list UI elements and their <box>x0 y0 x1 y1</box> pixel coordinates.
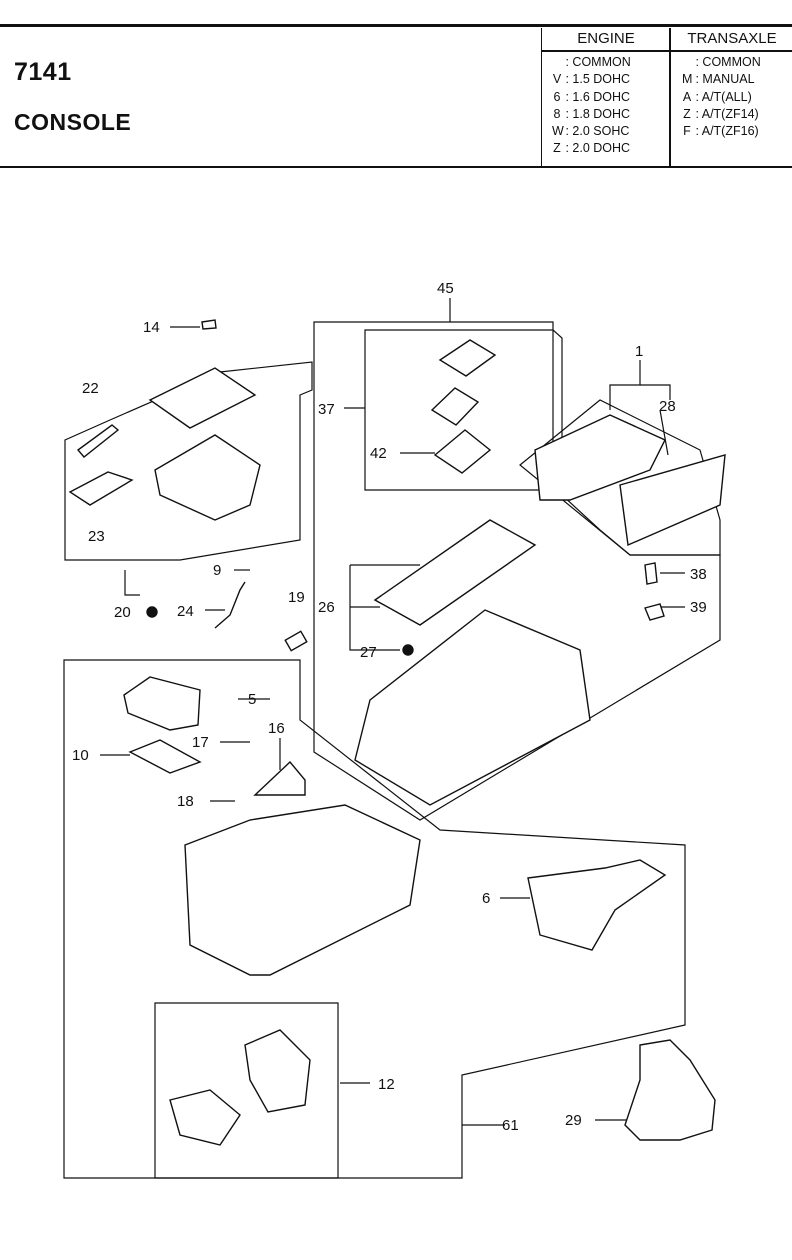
part-37-lid <box>438 339 497 377</box>
shifter-housing <box>154 434 261 521</box>
part-26-bezel <box>373 519 537 626</box>
part-1-side-panel <box>534 414 666 501</box>
part-10-mat <box>128 739 202 774</box>
legend-table: ENGINE TRANSAXLE : COMMON V : 1.5 DOHC 6… <box>541 28 792 166</box>
transaxle-header: TRANSAXLE <box>687 30 777 47</box>
callout-28: 28 <box>659 398 676 415</box>
part-6-tray <box>527 859 667 951</box>
engine-list: : COMMON V : 1.5 DOHC 6 : 1.6 DOHC 8 : 1… <box>552 54 664 158</box>
engine-row: V : 1.5 DOHC <box>552 72 631 87</box>
console-lower-body <box>184 804 421 976</box>
header-bottom-rule <box>0 166 792 168</box>
part-37-panel <box>430 387 480 426</box>
callout-39: 39 <box>690 599 707 616</box>
callout-19: 19 <box>288 589 305 606</box>
section-title: CONSOLE <box>14 109 132 135</box>
callout-12: 12 <box>378 1076 395 1093</box>
engine-row: 8 : 1.8 DOHC <box>553 106 631 121</box>
part-1-side-cover <box>619 454 726 547</box>
group-outline-1 <box>519 399 721 556</box>
legend-column-divider <box>669 28 671 166</box>
header-top-rule <box>0 24 792 27</box>
callout-16: 16 <box>268 720 285 737</box>
callout-20: 20 <box>114 604 131 621</box>
callout-5: 5 <box>248 691 256 708</box>
callout-18: 18 <box>177 793 194 810</box>
callout-45: 45 <box>437 280 454 297</box>
callout-1: 1 <box>635 343 643 360</box>
callout-61: 61 <box>502 1117 519 1134</box>
callout-29: 29 <box>565 1112 582 1129</box>
transaxle-row: A : A/T(ALL) <box>682 89 752 104</box>
part-16-boot-frame <box>253 760 306 796</box>
part-12-lid <box>169 1089 241 1146</box>
callout-10: 10 <box>72 747 89 764</box>
part-29-shift-boot <box>624 1039 716 1141</box>
shifter-cover-upper <box>148 367 257 429</box>
part-42-bracket <box>433 429 492 474</box>
transaxle-row: F : A/T(ZF16) <box>683 124 759 139</box>
part-38-cup <box>644 562 658 585</box>
callout-9: 9 <box>213 562 221 579</box>
callout-24: 24 <box>177 603 194 620</box>
engine-header: ENGINE <box>577 30 635 47</box>
callout-22: 22 <box>82 380 99 397</box>
transaxle-row: : COMMON <box>692 55 761 69</box>
callout-38: 38 <box>690 566 707 583</box>
transaxle-row: M : MANUAL <box>682 72 755 87</box>
callout-37: 37 <box>318 401 335 418</box>
engine-row: Z : 2.0 DOHC <box>553 141 631 156</box>
console-upper-body <box>354 609 591 806</box>
group-outline-12 <box>154 1002 339 1179</box>
callout-6: 6 <box>482 890 490 907</box>
section-code: 7141 <box>14 58 72 86</box>
engine-row: W : 2.0 SOHC <box>552 124 630 139</box>
callout-42: 42 <box>370 445 387 462</box>
transaxle-list: : COMMON M : MANUAL A : A/T(ALL) Z : A/T… <box>682 54 792 140</box>
part-39-clip <box>644 603 665 621</box>
legend-divider <box>542 50 792 52</box>
part-23-trim <box>68 471 134 506</box>
part-12-box <box>244 1029 311 1113</box>
engine-row: : COMMON <box>562 55 631 69</box>
exploded-parts-diagram: 14 45 1 22 37 28 42 23 9 38 19 20 24 26 … <box>63 280 726 1179</box>
part-20-grommet <box>146 606 158 618</box>
callout-14: 14 <box>143 319 160 336</box>
callout-23: 23 <box>88 528 105 545</box>
part-14-cap <box>201 319 217 330</box>
part-19-socket <box>284 630 308 652</box>
part-24-harness <box>214 581 246 629</box>
engine-row: 6 : 1.6 DOHC <box>553 89 631 104</box>
callout-27: 27 <box>360 644 377 661</box>
transaxle-row: Z : A/T(ZF14) <box>683 106 759 121</box>
callout-26: 26 <box>318 599 335 616</box>
part-27-knob <box>402 644 414 656</box>
part-22-strip <box>76 424 120 458</box>
part-5-armrest-pad <box>123 676 201 731</box>
callout-17: 17 <box>192 734 209 751</box>
